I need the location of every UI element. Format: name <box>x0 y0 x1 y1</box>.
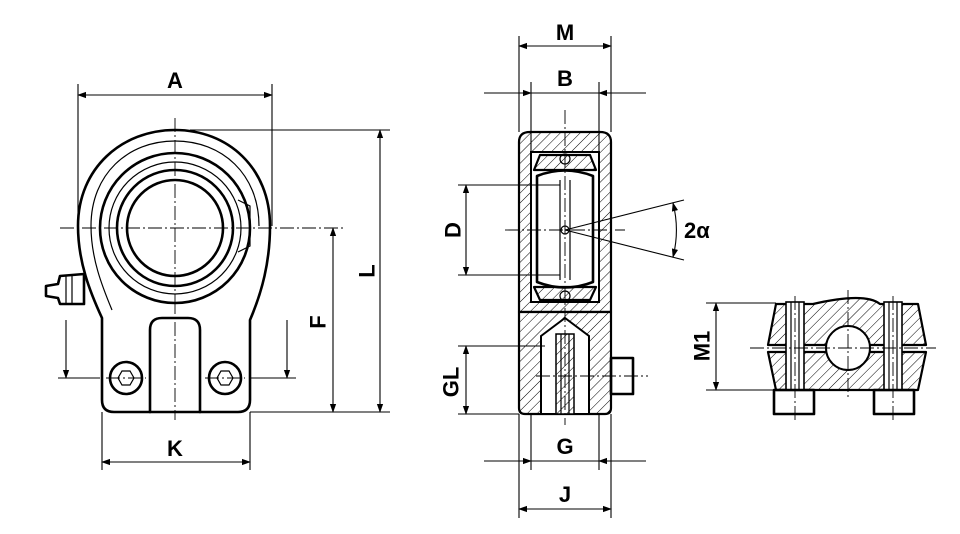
tilt-angle-label: 2α <box>684 218 710 243</box>
tilt-line-bottom <box>564 229 685 261</box>
dimension-f-label: F <box>306 315 331 328</box>
front-view: A L F K <box>44 68 390 470</box>
ring-slot <box>237 199 251 253</box>
dimension-m-label: M <box>556 20 574 45</box>
clamp-bolt-head-left-icon <box>772 388 816 416</box>
clamp-section-view: M1 <box>690 290 936 420</box>
tilt-angle-arc <box>671 202 679 258</box>
dimension-a-label: A <box>167 68 183 93</box>
dimension-j-label: J <box>559 482 571 507</box>
dimension-m1-label: M1 <box>690 331 715 362</box>
dimension-gl-label: GL <box>439 367 464 398</box>
dimension-g-label: G <box>556 434 573 459</box>
front-housing-inner-edge <box>90 140 260 311</box>
side-section-view: M B D 2α GL G J <box>439 20 710 518</box>
clamp-bolt-head-right-icon <box>872 388 916 416</box>
grease-nipple-icon <box>44 272 86 306</box>
dimension-l-label: L <box>355 264 380 277</box>
dimension-b-label: B <box>557 66 573 91</box>
dimension-d-label: D <box>441 222 466 238</box>
front-housing-outline <box>76 128 272 414</box>
dimension-k-label: K <box>167 436 183 461</box>
spherical-ball <box>535 169 595 289</box>
tilt-line-top <box>564 199 685 231</box>
